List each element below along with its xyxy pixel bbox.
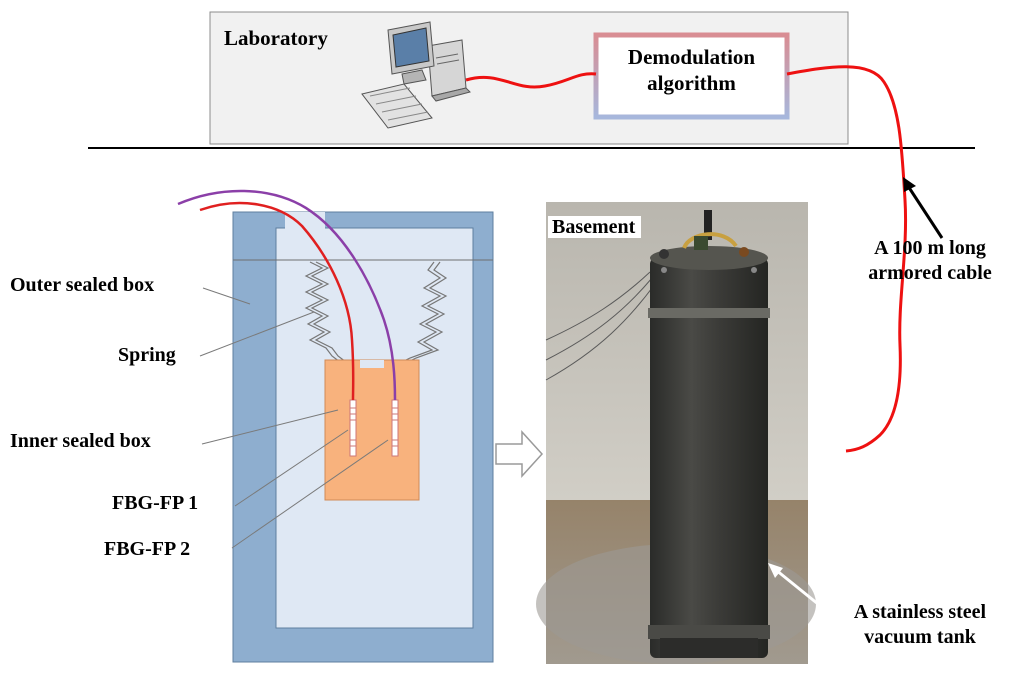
vacuum-tank — [648, 210, 770, 658]
outer-sealed-box-label: Outer sealed box — [10, 274, 155, 296]
fbg-fp1-label: FBG-FP 1 — [112, 492, 199, 514]
spring-right — [401, 261, 448, 363]
optical-fibers — [177, 189, 397, 401]
demodulation-box — [593, 32, 790, 120]
fbg-fp1-sensor — [349, 399, 357, 457]
laboratory-title: Laboratory — [224, 26, 328, 50]
inner-sealed-box — [324, 359, 420, 501]
demodulation-line1: Demodulation — [627, 45, 756, 69]
hollow-arrow-icon — [495, 430, 544, 478]
inner-sealed-box-label: Inner sealed box — [10, 430, 151, 452]
armored-cable — [465, 65, 908, 453]
tank-line1: A stainless steel — [853, 601, 987, 623]
tank-label: A stainless steel vacuum tank — [820, 600, 1020, 650]
cable-label: A 100 m long armored cable — [836, 236, 1024, 286]
cable-pointer-arrow — [903, 177, 944, 239]
desktop-computer-icon — [361, 21, 471, 129]
fbg-fp2-sensor — [391, 399, 399, 457]
demodulation-label: Demodulation algorithm — [596, 44, 787, 97]
tank-pointer-arrow — [768, 563, 819, 606]
tank-line2: vacuum tank — [864, 626, 976, 648]
cable-line1: A 100 m long — [874, 237, 986, 259]
basement-photo — [536, 202, 816, 664]
basement-label: Basement — [548, 216, 642, 238]
demodulation-line2: algorithm — [647, 71, 736, 96]
cable-line2: armored cable — [868, 262, 992, 284]
spring-label: Spring — [118, 344, 176, 366]
leader-lines — [199, 287, 389, 549]
fbg-fp2-label: FBG-FP 2 — [104, 538, 191, 560]
